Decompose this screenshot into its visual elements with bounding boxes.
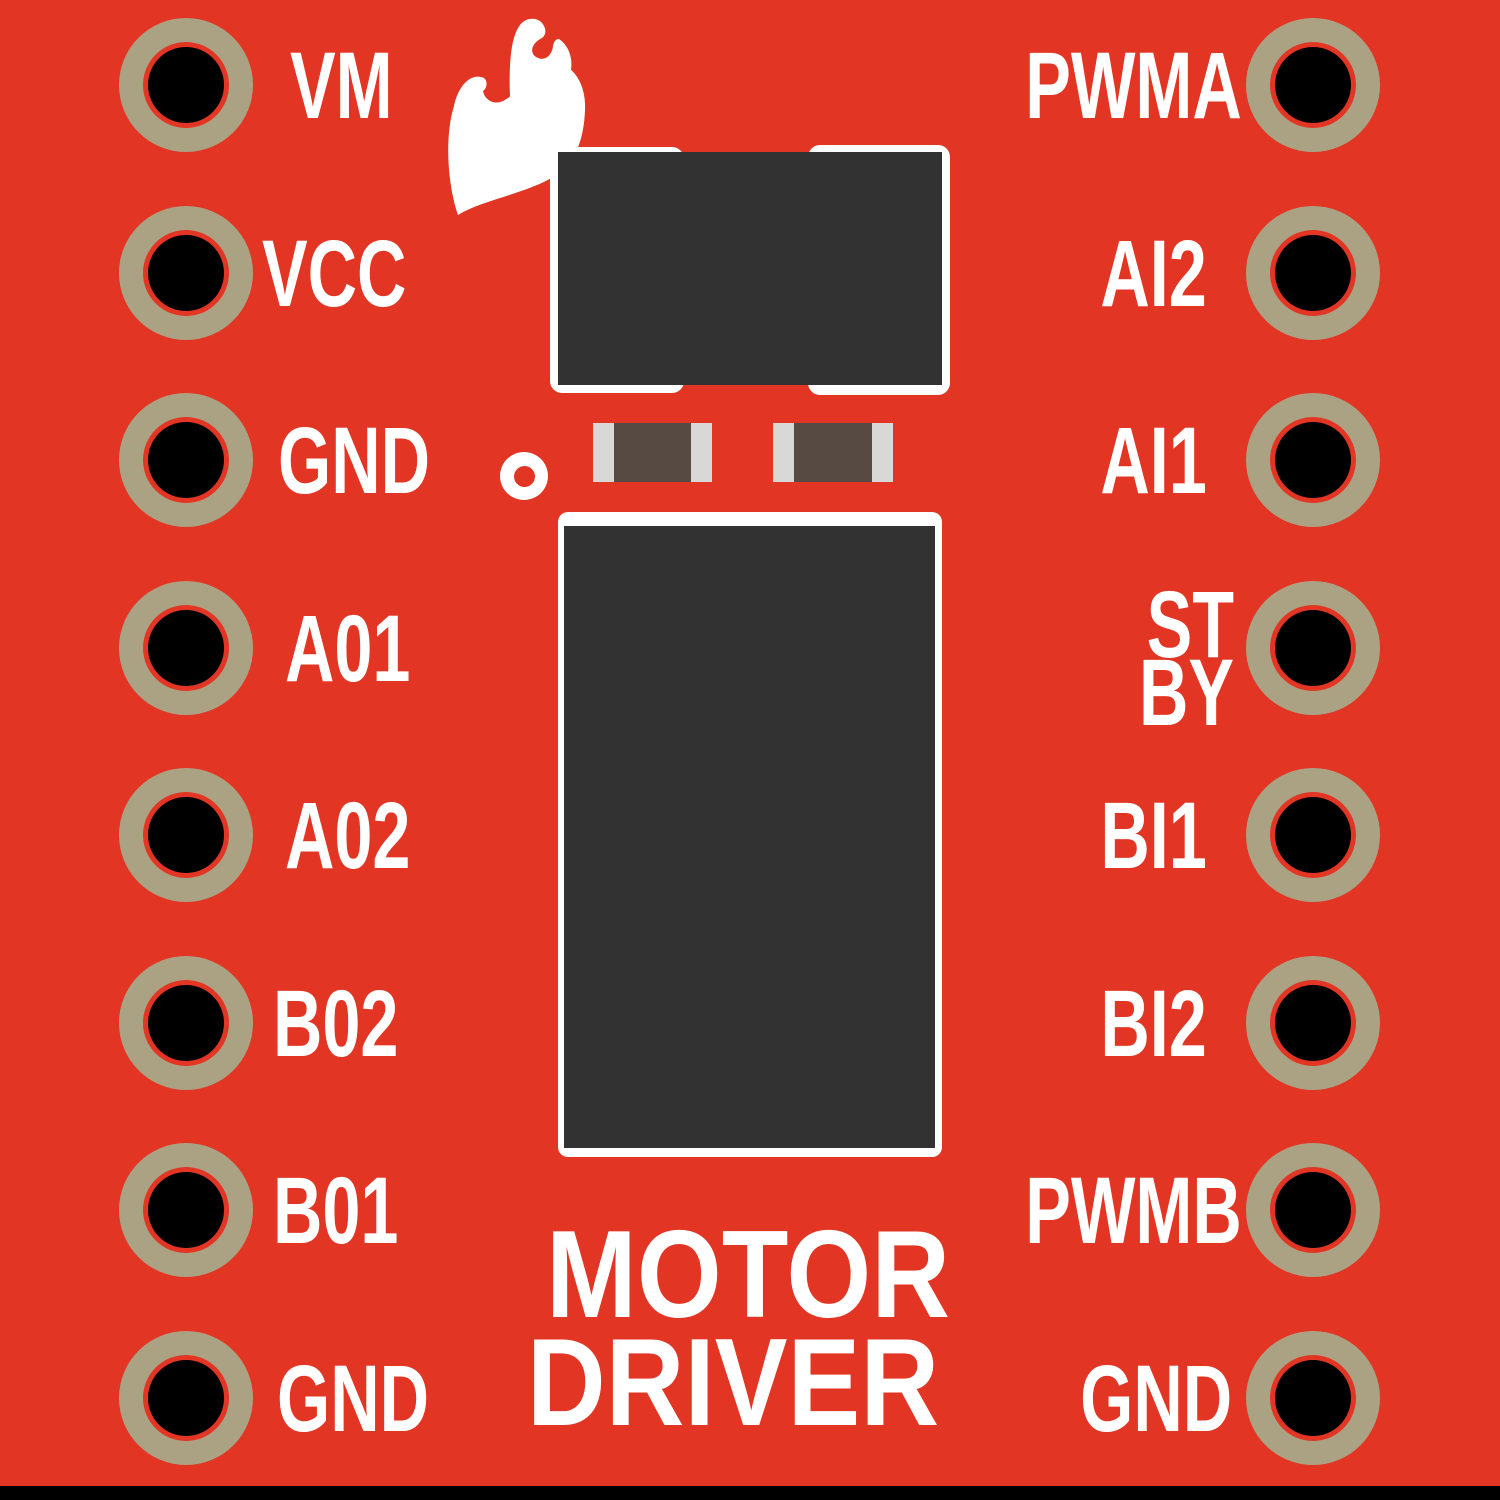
via-hole [513,465,535,487]
capacitor-terminal [872,423,893,482]
pin-label-stby: ST BY [1138,571,1234,746]
pin-label-vcc: VCC [262,220,407,327]
pin-hole [1275,1359,1351,1436]
small-ic-chip [558,152,942,385]
pin-label-b01: B01 [273,1158,399,1264]
pin-pad-b01 [119,1143,253,1277]
pin-hole [1275,1172,1351,1248]
pin-hole [1275,984,1351,1061]
pin-label-gnd: GND [278,408,430,514]
board-title-line1: MOTOR [545,1206,951,1344]
pin-hole [148,1172,224,1248]
board-bottom-edge [0,1486,1500,1500]
pin-label-bi2: BI2 [1100,970,1207,1077]
pin-label-a02: A02 [285,783,411,889]
smd-capacitor-1 [593,423,712,482]
pin-pad-gnd [119,1330,253,1465]
pin-label-gnd: GND [277,1345,429,1452]
pin-hole [148,984,224,1061]
pin-pad-vcc [119,205,253,340]
pin-label-gnd: GND [1080,1345,1232,1452]
pin-hole [1275,422,1351,498]
pin-pad-pwma [1246,18,1380,152]
smd-capacitor-2 [773,423,893,482]
capacitor-terminal [773,423,794,482]
pin-label-ai1: AI1 [1100,408,1207,514]
pin-hole [148,422,224,498]
board-title-line2: DRIVER [526,1314,940,1452]
pin-label-pwmb: PWMB [1025,1158,1242,1264]
pin-pad-vm [119,18,253,152]
via [500,452,548,500]
pin-hole [148,797,224,873]
pin-pad-gnd [119,393,253,527]
pin-label-a01: A01 [285,595,411,702]
pin-hole [148,609,224,686]
pin-pad-pwmb [1246,1143,1380,1277]
pin-label-pwma: PWMA [1025,33,1242,139]
pin-label-b02: B02 [273,970,399,1077]
pin-hole [1275,234,1351,311]
pin-label-vm: VM [290,33,393,139]
pin-hole [1275,609,1351,686]
pin-pad-a02 [119,768,253,902]
pin-pad-stby [1246,580,1380,715]
pin-pad-bi2 [1246,955,1380,1090]
capacitor-terminal [691,423,712,482]
pin-hole [148,47,224,123]
capacitor-terminal [593,423,614,482]
pin-pad-a01 [119,580,253,715]
pin-hole [1275,797,1351,873]
pin-hole [148,234,224,311]
pin-pad-ai1 [1246,393,1380,527]
pin-pad-ai2 [1246,205,1380,340]
pin-label-ai2: AI2 [1100,220,1207,327]
motor-driver-ic-chip [564,526,935,1148]
pin-pad-bi1 [1246,768,1380,902]
pin-hole [148,1359,224,1436]
pin-label-bi1: BI1 [1100,783,1207,889]
pin-pad-gnd [1246,1330,1380,1465]
pin-pad-b02 [119,955,253,1090]
pin-hole [1275,47,1351,123]
